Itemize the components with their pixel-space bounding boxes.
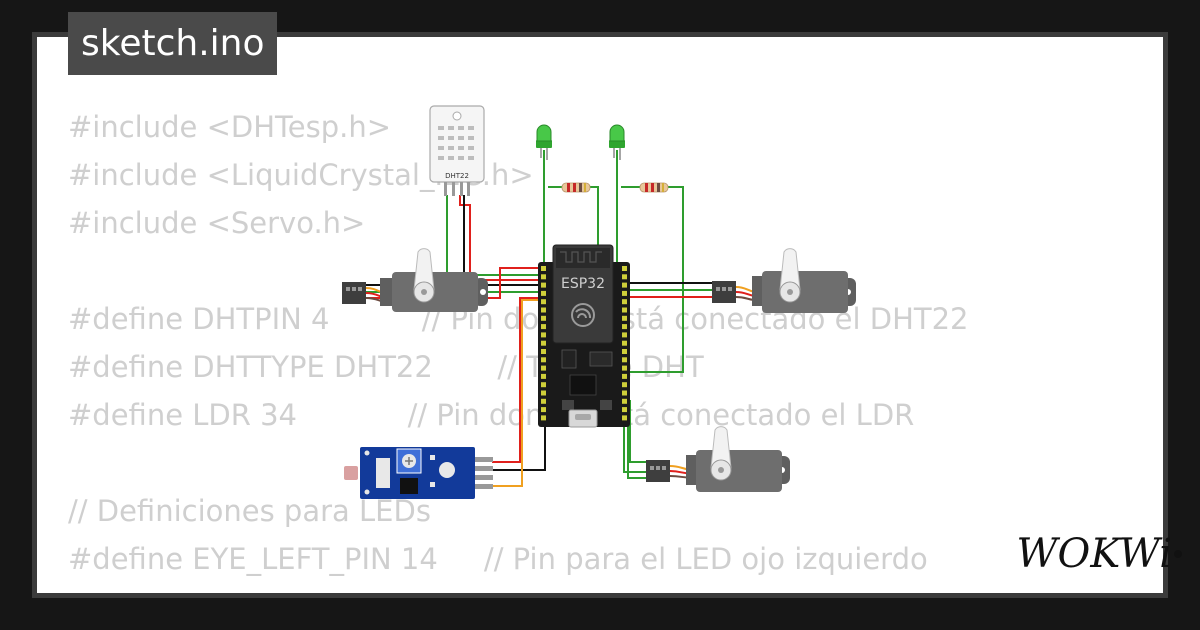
dht22-sensor[interactable]: DHT22	[429, 105, 485, 196]
esp32-pin	[541, 415, 546, 421]
esp32-pin	[541, 340, 546, 346]
servo-bottom[interactable]	[646, 426, 790, 492]
wire-ldr-gnd	[492, 425, 546, 471]
code-line: #include <Servo.h>	[68, 206, 366, 240]
esp32-pin	[541, 324, 546, 330]
wire-ldr-vcc	[492, 297, 540, 463]
led-right[interactable]	[609, 124, 625, 160]
espressif-logo-icon	[571, 303, 595, 327]
esp32-label: ESP32	[561, 276, 605, 292]
wire-dht-gnd	[463, 195, 540, 286]
wire-dht-vcc	[459, 195, 540, 281]
wire-ldr-out	[492, 299, 540, 487]
esp32-pin	[541, 365, 546, 371]
esp32-pin	[622, 398, 627, 404]
dht22-label: DHT22	[445, 172, 469, 180]
esp32-pins-right	[622, 266, 627, 421]
esp32-pin	[622, 282, 627, 288]
esp32-pin	[622, 382, 627, 388]
esp32-pin	[541, 266, 546, 271]
ldr-module[interactable]	[344, 447, 493, 499]
code-line: #define EYE_LEFT_PIN 14 // Pin para el L…	[68, 542, 928, 576]
esp32-pin	[622, 357, 627, 363]
led-left[interactable]	[536, 124, 552, 160]
esp32-pin	[541, 307, 546, 313]
esp32-pin	[541, 315, 546, 321]
file-tab[interactable]: sketch.ino	[68, 12, 278, 75]
wire-res-right-esp	[630, 186, 684, 373]
esp32-pin	[622, 307, 627, 313]
esp32-pin	[541, 299, 546, 305]
wokwi-logo: WOKWi	[1016, 531, 1182, 577]
esp32-pin	[622, 415, 627, 421]
photoresistor-icon	[344, 466, 358, 480]
esp32-pin	[622, 349, 627, 354]
esp32-pin	[541, 282, 546, 288]
esp32-board[interactable]: ESP32	[538, 244, 630, 428]
esp32-pin	[622, 324, 627, 330]
esp32-pin	[541, 357, 546, 363]
esp32-pin	[622, 373, 627, 379]
resistor-left[interactable]	[561, 182, 591, 193]
wokwi-logo-dot-icon	[1174, 550, 1182, 558]
esp32-pin	[541, 349, 546, 354]
esp32-pin	[622, 290, 627, 296]
esp32-pins-left	[541, 266, 546, 421]
esp32-pin	[541, 390, 546, 396]
esp32-pin	[622, 407, 627, 413]
wire-servo-bottom-sig	[629, 400, 648, 463]
resistor-right[interactable]	[639, 182, 669, 193]
esp32-pin	[622, 340, 627, 346]
esp32-pin	[541, 290, 546, 296]
esp32-pin	[622, 390, 627, 396]
code-line: #include <DHTesp.h>	[68, 110, 392, 144]
esp32-pin	[622, 266, 627, 271]
esp32-pin	[541, 382, 546, 388]
servo-right[interactable]	[712, 248, 856, 313]
wokwi-logo-text: WOKWi	[1016, 531, 1172, 577]
esp32-pin	[541, 332, 546, 338]
esp32-pin	[541, 407, 546, 413]
esp32-pin	[622, 365, 627, 371]
esp32-pin	[622, 274, 627, 280]
esp32-pin	[541, 398, 546, 404]
esp32-pin	[622, 332, 627, 338]
code-line: // Definiciones para LEDs	[68, 494, 431, 528]
esp32-pin	[622, 299, 627, 305]
esp32-pin	[541, 274, 546, 280]
code-line: #define EYE_RIGHT_PIN 12 // Pin para el …	[68, 583, 969, 593]
servo-left[interactable]	[342, 248, 488, 312]
esp32-pin	[622, 315, 627, 321]
wire-dht-signal	[446, 195, 540, 276]
esp32-pin	[541, 373, 546, 379]
